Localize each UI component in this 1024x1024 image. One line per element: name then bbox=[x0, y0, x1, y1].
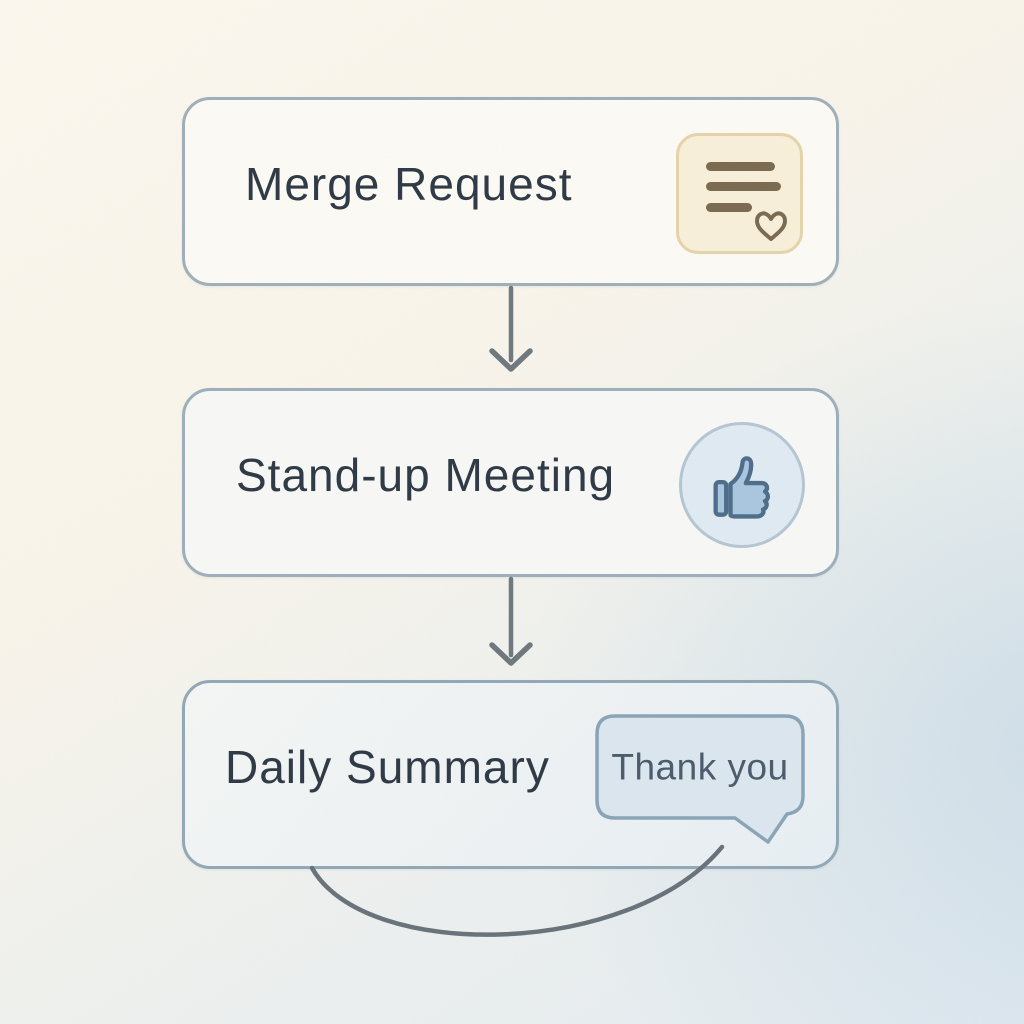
thumbs-up-badge bbox=[679, 422, 805, 548]
arrow-standup-to-daily bbox=[489, 576, 533, 666]
document-icon bbox=[676, 133, 803, 254]
node-standup-meeting-label: Stand-up Meeting bbox=[236, 448, 616, 501]
document-text-line bbox=[706, 203, 752, 212]
node-merge-request-label: Merge Request bbox=[245, 157, 573, 210]
node-daily-summary: Daily Summary Thank you bbox=[182, 680, 839, 869]
document-text-line bbox=[706, 162, 775, 171]
speech-bubble: Thank you bbox=[595, 714, 805, 844]
node-merge-request: Merge Request bbox=[182, 97, 839, 286]
thumbs-up-icon bbox=[713, 456, 771, 519]
arrow-merge-to-standup bbox=[489, 285, 533, 372]
speech-bubble-text: Thank you bbox=[611, 747, 788, 788]
heart-icon bbox=[755, 211, 787, 241]
node-standup-meeting: Stand-up Meeting bbox=[182, 388, 839, 577]
document-text-line bbox=[706, 182, 781, 191]
node-daily-summary-label: Daily Summary bbox=[225, 740, 550, 793]
